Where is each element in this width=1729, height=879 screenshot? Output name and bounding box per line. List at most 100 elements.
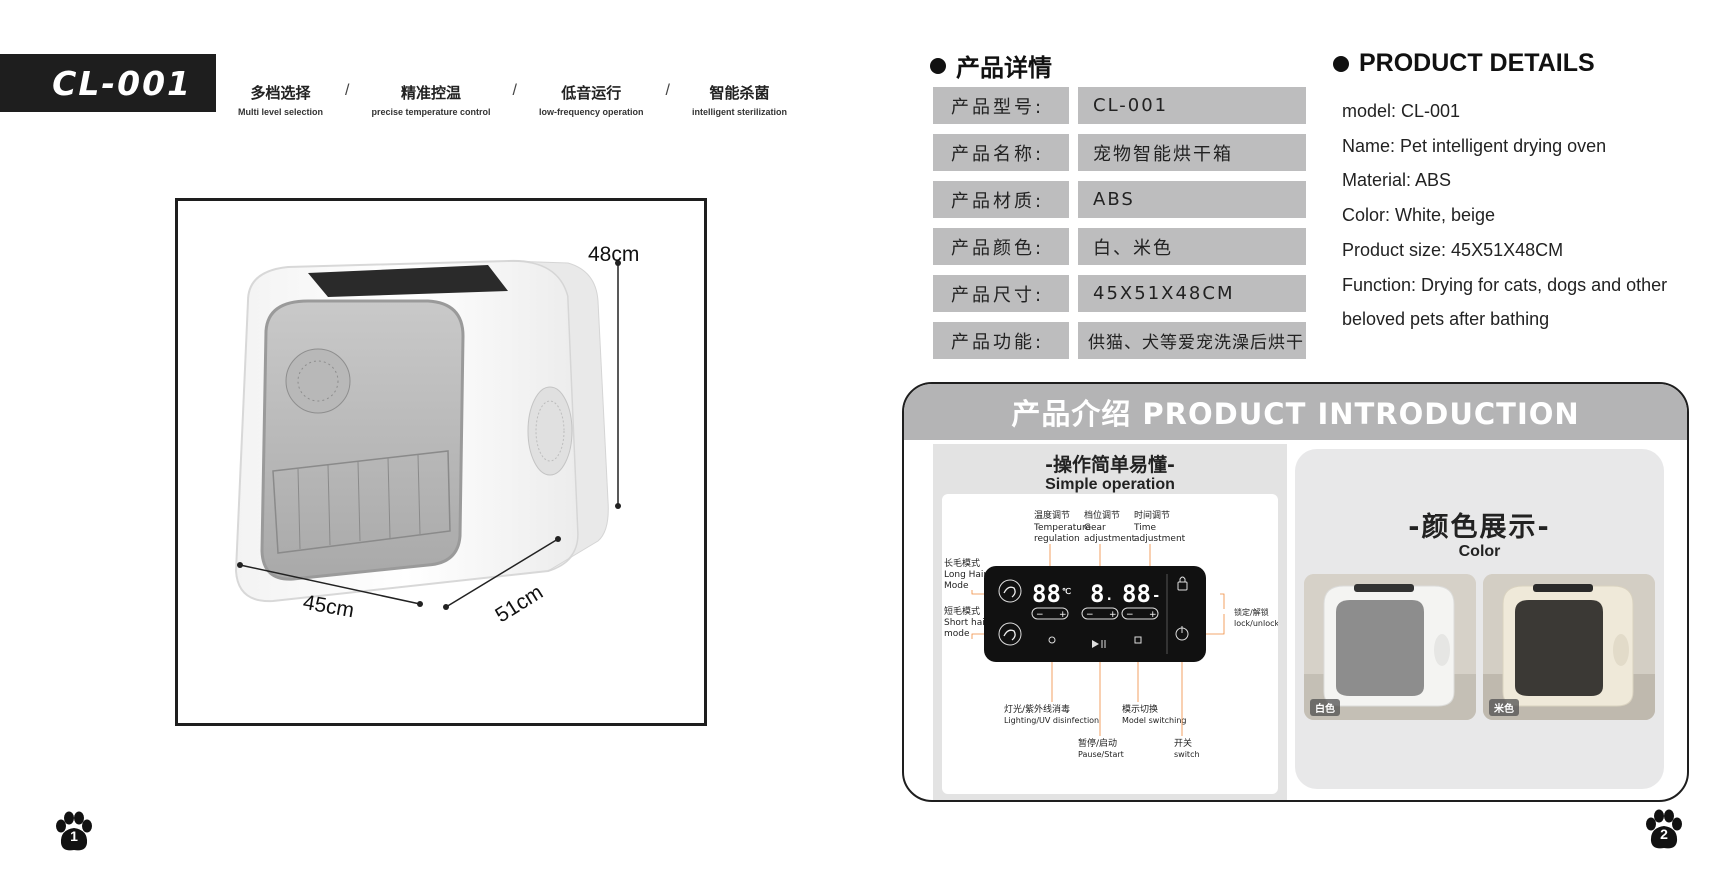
color-title: -颜色展示- (1408, 512, 1551, 543)
beige-dryer-image (1483, 574, 1655, 720)
label-gear-cn: 档位调节 (1084, 509, 1120, 521)
svg-text:−: − (1036, 610, 1044, 620)
label-temp-cn: 温度调节 (1034, 509, 1070, 521)
label-lock-en: lock/unlock (1234, 619, 1278, 628)
label-lock-cn: 锁定/解锁 (1234, 607, 1269, 617)
feature-cn: 智能杀菌 (709, 84, 770, 102)
details-en-line: Name: Pet intelligent drying oven (1342, 135, 1607, 156)
control-panel-diagram: 温度调节 Temperature regulation 档位调节 Gear ad… (942, 494, 1280, 794)
label-time-en1: Time (1133, 523, 1156, 533)
product-image-frame: 48cm 45cm 51cm (175, 198, 707, 726)
details-en-list: model: CL-001 Name: Pet intelligent dryi… (1342, 94, 1692, 337)
feature-en: intelligent sterilization (691, 107, 787, 117)
intro-title: 产品介绍 PRODUCT INTRODUCTION (1011, 397, 1580, 431)
feature-item: 低音运行 low-frequency operation (539, 82, 644, 117)
spec-label: 产品型号: (933, 87, 1069, 124)
label-long-en1: Long Hair (944, 570, 987, 580)
details-cn-title-text: 产品详情 (956, 54, 1052, 82)
details-en-line: Material: ABS (1342, 170, 1452, 191)
white-dryer-image (1304, 574, 1476, 720)
svg-text:+: + (1109, 610, 1117, 620)
svg-text:.: . (1105, 588, 1113, 604)
spec-row: 产品型号: CL-001 (933, 87, 1306, 124)
details-en-line: beloved pets after bathing (1342, 309, 1550, 330)
operation-subtitle: Simple operation (1045, 476, 1175, 493)
dim-depth: 51cm (491, 581, 547, 628)
details-en-line: Color: White, beige (1342, 205, 1496, 226)
details-en-line: Function: Drying for cats, dogs and othe… (1342, 274, 1668, 295)
svg-text:+: + (1149, 610, 1157, 620)
page-number-right: 2 (1642, 808, 1686, 852)
play-pause-icon (1092, 640, 1099, 648)
color-panel: -颜色展示- Color 白色 米色 (1295, 449, 1664, 789)
feature-separator: / (512, 82, 517, 99)
label-long-cn: 长毛模式 (944, 557, 980, 569)
svg-text:+: + (1059, 610, 1067, 620)
display-time-unit: - (1152, 588, 1160, 604)
bullet-dot-icon (930, 57, 946, 74)
feature-en: Multi level selection (238, 107, 324, 117)
spec-row: 产品名称: 宠物智能烘干箱 (933, 134, 1306, 171)
spec-value: 45X51X48CM (1078, 275, 1306, 312)
bullet-dot-icon (1333, 55, 1349, 72)
feature-cn: 多档选择 (250, 84, 311, 102)
white-color-label: 白色 (1310, 699, 1340, 716)
feature-cn: 低音运行 (561, 84, 622, 102)
label-light-en: Lighting/UV disinfection (1004, 716, 1099, 725)
color-swatch-white: 白色 (1304, 574, 1476, 720)
operation-panel: -操作简单易懂- Simple operation 温度调节 Temperatu… (933, 444, 1287, 800)
pet-dryer-product-image: 48cm 45cm 51cm (234, 243, 639, 628)
label-time-cn: 时间调节 (1134, 509, 1170, 521)
page-number-text: 1 (70, 828, 78, 844)
label-gear-en2: adjustment (1084, 534, 1136, 544)
feature-cn: 精准控温 (401, 84, 462, 102)
label-gear-en1: Gear (1084, 523, 1106, 533)
details-en-line: model: CL-001 (1342, 101, 1461, 121)
label-long-en2: Mode (944, 581, 969, 591)
operation-title: -操作简单易懂- (1045, 454, 1175, 476)
svg-text:−: − (1126, 610, 1134, 620)
feature-item: 智能杀菌 intelligent sterilization (692, 82, 787, 117)
mode-icon (1134, 636, 1142, 644)
page-number-left: 1 (52, 810, 96, 854)
color-subtitle: Color (1458, 543, 1501, 560)
feature-separator: / (345, 82, 350, 99)
spec-value: CL-001 (1078, 87, 1306, 124)
intro-header: 产品介绍 PRODUCT INTRODUCTION (904, 384, 1687, 440)
display-time: 88 (1122, 580, 1151, 608)
spec-label: 产品颜色: (933, 228, 1069, 265)
dim-height: 48cm (588, 243, 639, 266)
display-temp-unit: ℃ (1062, 587, 1071, 596)
feature-en: low-frequency operation (538, 107, 644, 117)
spec-row: 产品材质: ABS (933, 181, 1306, 218)
label-model-en: Model switching (1122, 716, 1186, 725)
spec-row: 产品尺寸: 45X51X48CM (933, 275, 1306, 312)
label-time-en2: adjustment (1134, 534, 1186, 544)
label-switch-cn: 开关 (1174, 737, 1192, 749)
label-temp-en2: regulation (1034, 534, 1080, 544)
spec-value: 白、米色 (1078, 228, 1306, 265)
paw-icon (1646, 809, 1682, 849)
label-short-cn: 短毛模式 (944, 605, 980, 617)
details-en-title-text: PRODUCT DETAILS (1359, 49, 1595, 77)
light-icon (1048, 636, 1056, 644)
label-model-cn: 模示切换 (1122, 703, 1158, 715)
details-en-title: PRODUCT DETAILS (1333, 49, 1595, 78)
label-temp-en1: Temperature (1033, 523, 1091, 533)
svg-text:−: − (1086, 610, 1094, 620)
lock-icon (1177, 581, 1188, 591)
spec-table: 产品型号: CL-001 产品名称: 宠物智能烘干箱 产品材质: ABS 产品颜… (933, 87, 1306, 369)
feature-item: 精准控温 precise temperature control (371, 82, 490, 117)
spec-label: 产品材质: (933, 181, 1069, 218)
spec-label: 产品功能: (933, 322, 1069, 359)
dim-width: 45cm (301, 591, 356, 623)
control-panel-svg: 温度调节 Temperature regulation 档位调节 Gear ad… (944, 509, 1280, 759)
label-light-cn: 灯光/紫外线消毒 (1004, 703, 1070, 715)
display-gear: 8 (1090, 580, 1104, 608)
label-switch-en: switch (1174, 750, 1200, 759)
beige-color-label: 米色 (1489, 699, 1519, 716)
color-swatch-beige: 米色 (1483, 574, 1655, 720)
feature-en: precise temperature control (371, 107, 491, 117)
label-short-en2: mode (944, 629, 970, 639)
spec-label: 产品名称: (933, 134, 1069, 171)
